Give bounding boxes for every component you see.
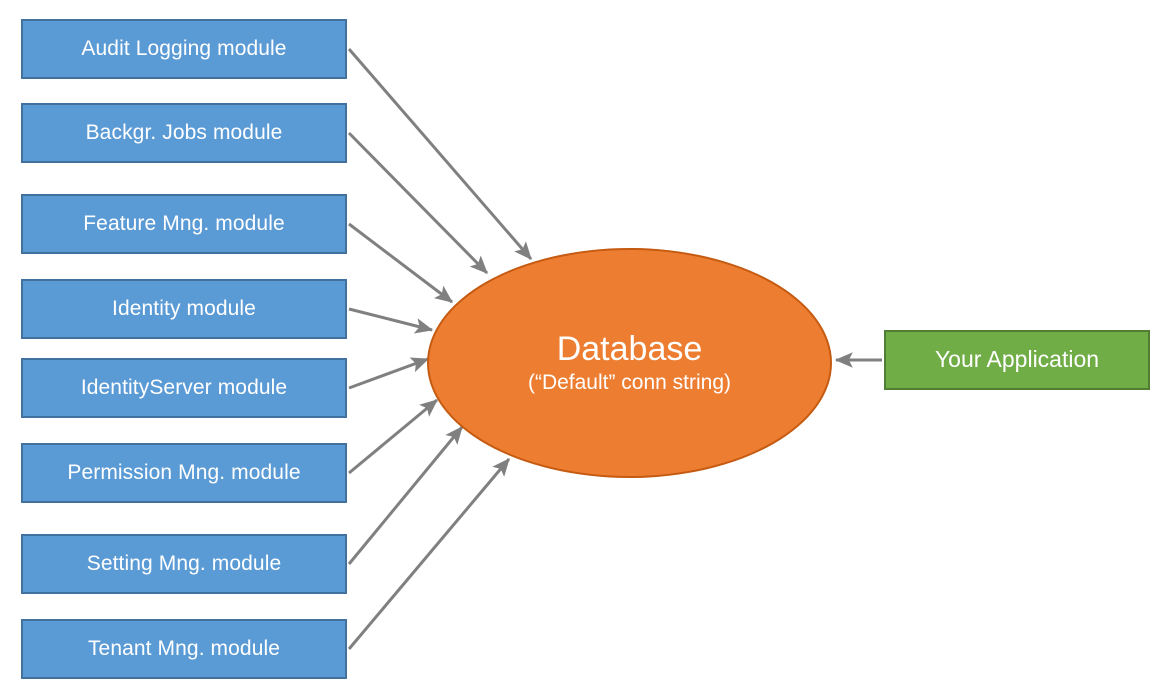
- your-application-label: Your Application: [934, 346, 1100, 373]
- module-label: Feature Mng. module: [83, 212, 285, 236]
- arrow-identity-to-database: [348, 307, 434, 334]
- module-label: Setting Mng. module: [86, 552, 282, 576]
- database-title: Database: [556, 330, 703, 369]
- arrow-setting-mng-to-database: [347, 426, 464, 565]
- module-box[interactable]: Identity module: [21, 279, 347, 339]
- arrow-permission-mng-to-database: [348, 398, 438, 475]
- module-box[interactable]: Feature Mng. module: [21, 194, 347, 254]
- database-ellipse[interactable]: Database (“Default” conn string): [427, 248, 832, 478]
- arrow-audit-logging-to-database: [347, 48, 533, 260]
- module-box[interactable]: Setting Mng. module: [21, 534, 347, 594]
- arrow-tenant-mng-to-database: [347, 458, 511, 650]
- module-label: Audit Logging module: [81, 37, 287, 61]
- module-label: Backgr. Jobs module: [85, 121, 283, 145]
- module-label: Tenant Mng. module: [87, 637, 281, 661]
- your-application-box[interactable]: Your Application: [884, 330, 1150, 390]
- module-label: IdentityServer module: [80, 376, 288, 400]
- module-label: Identity module: [112, 297, 256, 321]
- module-label: Permission Mng. module: [67, 461, 301, 485]
- module-box[interactable]: Tenant Mng. module: [21, 619, 347, 679]
- module-box[interactable]: Backgr. Jobs module: [21, 103, 347, 163]
- module-box[interactable]: IdentityServer module: [21, 358, 347, 418]
- arrow-background-jobs-to-database: [347, 131, 489, 275]
- arrow-identityserver-to-database: [348, 357, 430, 390]
- module-box[interactable]: Permission Mng. module: [21, 443, 347, 503]
- arrow-feature-mng-to-database: [348, 222, 453, 304]
- module-box[interactable]: Audit Logging module: [21, 19, 347, 79]
- database-subtitle: (“Default” conn string): [527, 371, 732, 395]
